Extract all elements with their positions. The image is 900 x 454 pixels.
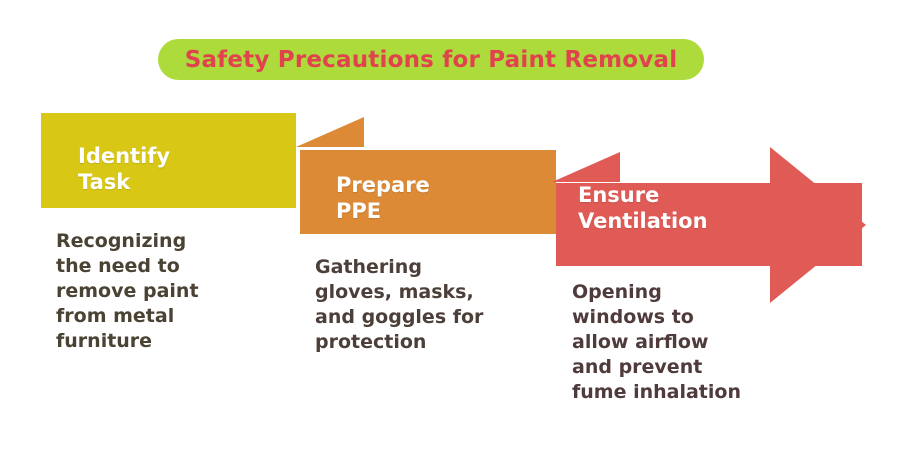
step-2-description: Gathering gloves, masks, and goggles for…	[315, 256, 484, 353]
step-3-label: Ensure Ventilation	[578, 183, 708, 233]
step-1-label: Identify Task	[78, 144, 171, 194]
step-3-fold	[552, 152, 620, 182]
step-3-banner[interactable]	[556, 183, 862, 266]
step-1-description: Recognizing the need to remove paint fro…	[56, 230, 199, 352]
title-pill: Safety Precautions for Paint Removal	[158, 39, 704, 80]
step-3-description: Opening windows to allow airflow and pre…	[572, 281, 741, 403]
step-2-banner[interactable]	[300, 150, 556, 234]
step-2-label: Prepare PPE	[336, 173, 430, 223]
step-2-fold	[296, 117, 364, 147]
page-title: Safety Precautions for Paint Removal	[184, 46, 678, 73]
step-1-banner[interactable]	[41, 113, 296, 208]
